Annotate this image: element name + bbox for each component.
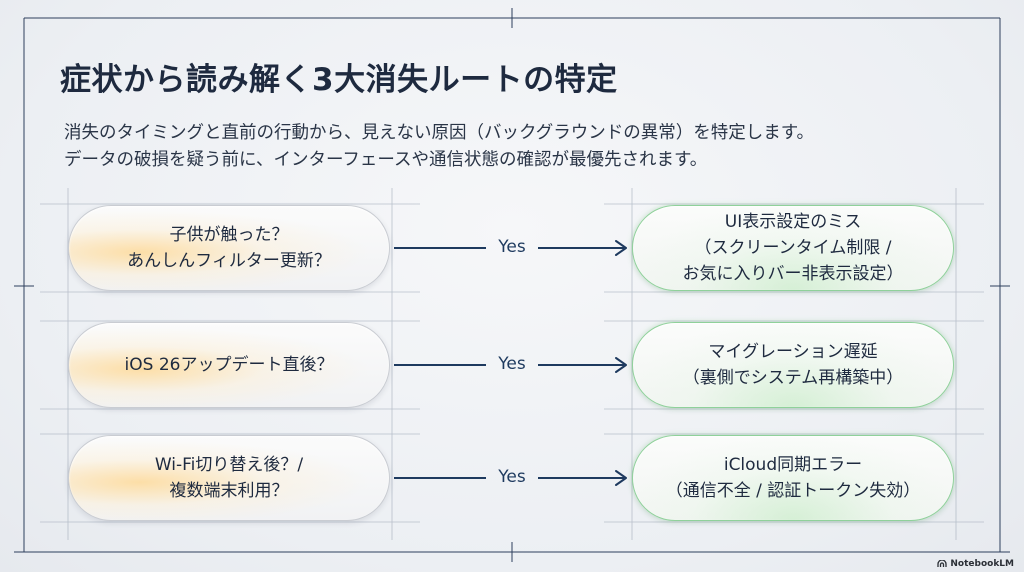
symptom-text: 複数端末利用？ bbox=[169, 481, 289, 501]
notebooklm-logo-icon bbox=[937, 560, 948, 567]
arrow-connector-3 bbox=[394, 470, 627, 486]
yes-label-1: Yes bbox=[498, 237, 526, 257]
cause-text: UI表示設定のミス bbox=[724, 212, 862, 232]
symptom-text: 子供が触った？ bbox=[169, 225, 289, 245]
arrow-connector-2 bbox=[394, 357, 627, 373]
symptom-text: あんしんフィルター更新？ bbox=[127, 251, 331, 271]
page-title: 症状から読み解く3大消失ルートの特定 bbox=[60, 62, 618, 98]
cause-text: （通信不全 / 認証トークン失効） bbox=[665, 481, 921, 501]
cause-node-2: マイグレーション遅延 （裏側でシステム再構築中） bbox=[632, 322, 954, 408]
symptom-text: Wi-Fi切り替え後？/ bbox=[154, 455, 304, 475]
symptom-node-3: Wi-Fi切り替え後？/ 複数端末利用？ bbox=[68, 435, 390, 521]
symptom-node-2: iOS 26アップデート直後？ bbox=[68, 322, 390, 408]
symptom-node-1: 子供が触った？ あんしんフィルター更新？ bbox=[68, 205, 390, 291]
symptom-text: iOS 26アップデート直後？ bbox=[124, 355, 334, 375]
brand-label: NotebookLM bbox=[950, 559, 1014, 569]
cause-text: （スクリーンタイム制限 / bbox=[694, 238, 892, 258]
cause-text: （裏側でシステム再構築中） bbox=[682, 368, 904, 388]
arrow-connector-1 bbox=[394, 240, 627, 256]
cause-text: お気に入りバー非表示設定） bbox=[682, 264, 904, 284]
brand-watermark: NotebookLM bbox=[937, 559, 1014, 569]
cause-text: マイグレーション遅延 bbox=[708, 342, 878, 362]
cause-node-1: UI表示設定のミス （スクリーンタイム制限 / お気に入りバー非表示設定） bbox=[632, 205, 954, 291]
yes-label-3: Yes bbox=[498, 467, 526, 487]
cause-text: iCloud同期エラー bbox=[723, 455, 863, 475]
cause-node-3: iCloud同期エラー （通信不全 / 認証トークン失効） bbox=[632, 435, 954, 521]
subtitle-line-2: データの破損を疑う前に、インターフェースや通信状態の確認が最優先されます。 bbox=[64, 150, 708, 170]
yes-label-2: Yes bbox=[498, 354, 526, 374]
subtitle-line-1: 消失のタイミングと直前の行動から、見えない原因（バックグラウンドの異常）を特定し… bbox=[64, 123, 815, 143]
